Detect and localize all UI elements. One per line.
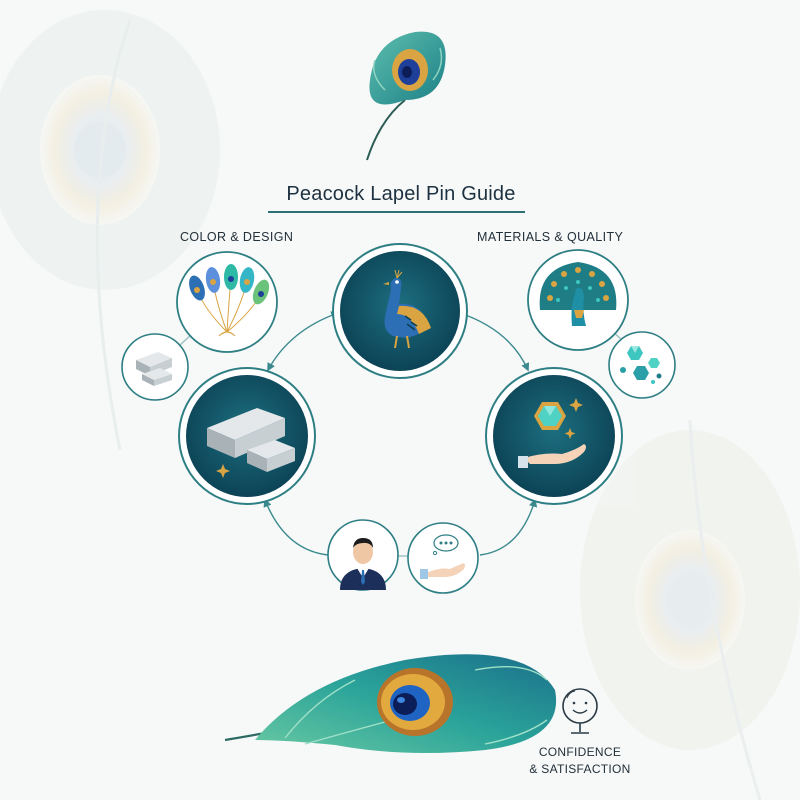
gem-hand-circle <box>485 367 623 505</box>
peacock-feather-icon <box>366 31 446 161</box>
arrow-top-to-right <box>459 312 530 372</box>
title-underline <box>268 211 525 213</box>
small-bars-circle <box>121 333 189 401</box>
gem-hand-icon <box>518 398 586 468</box>
label-confidence-satisfaction: CONFIDENCE & SATISFACTION <box>520 744 640 778</box>
hand-thought-circle <box>407 522 479 594</box>
gems-circle <box>608 331 676 399</box>
businessman-circle <box>327 519 399 591</box>
silver-bars-icon <box>207 408 295 478</box>
peacock-brooch-circle <box>527 249 629 351</box>
faded-feather-top-left <box>0 10 220 451</box>
feather-fan-icon <box>189 264 270 337</box>
peacock-icon <box>383 269 431 349</box>
mirror-smile-icon <box>562 688 598 734</box>
arrow-bottom-to-left <box>263 498 329 556</box>
label-color-design: COLOR & DESIGN <box>180 230 294 244</box>
label-confidence-line1: CONFIDENCE <box>538 745 622 759</box>
large-peacock-feather <box>225 654 557 754</box>
peacock-circle <box>332 243 468 379</box>
label-materials-quality: MATERIALS & QUALITY <box>477 230 624 244</box>
label-confidence-line2: & SATISFACTION <box>529 762 631 776</box>
faded-feather-bottom-right <box>580 419 800 800</box>
peacock-brooch-icon <box>539 262 617 326</box>
page-title: Peacock Lapel Pin Guide <box>286 183 516 205</box>
silver-bars-small-icon <box>136 352 172 386</box>
feather-fan-circle <box>176 251 278 353</box>
arrow-bottom-to-right <box>479 498 538 556</box>
gems-icon <box>620 346 662 384</box>
silver-bars-circle <box>178 367 316 505</box>
hand-thought-icon <box>420 534 465 579</box>
arrow-top-to-left <box>267 311 340 372</box>
businessman-icon <box>340 538 386 590</box>
